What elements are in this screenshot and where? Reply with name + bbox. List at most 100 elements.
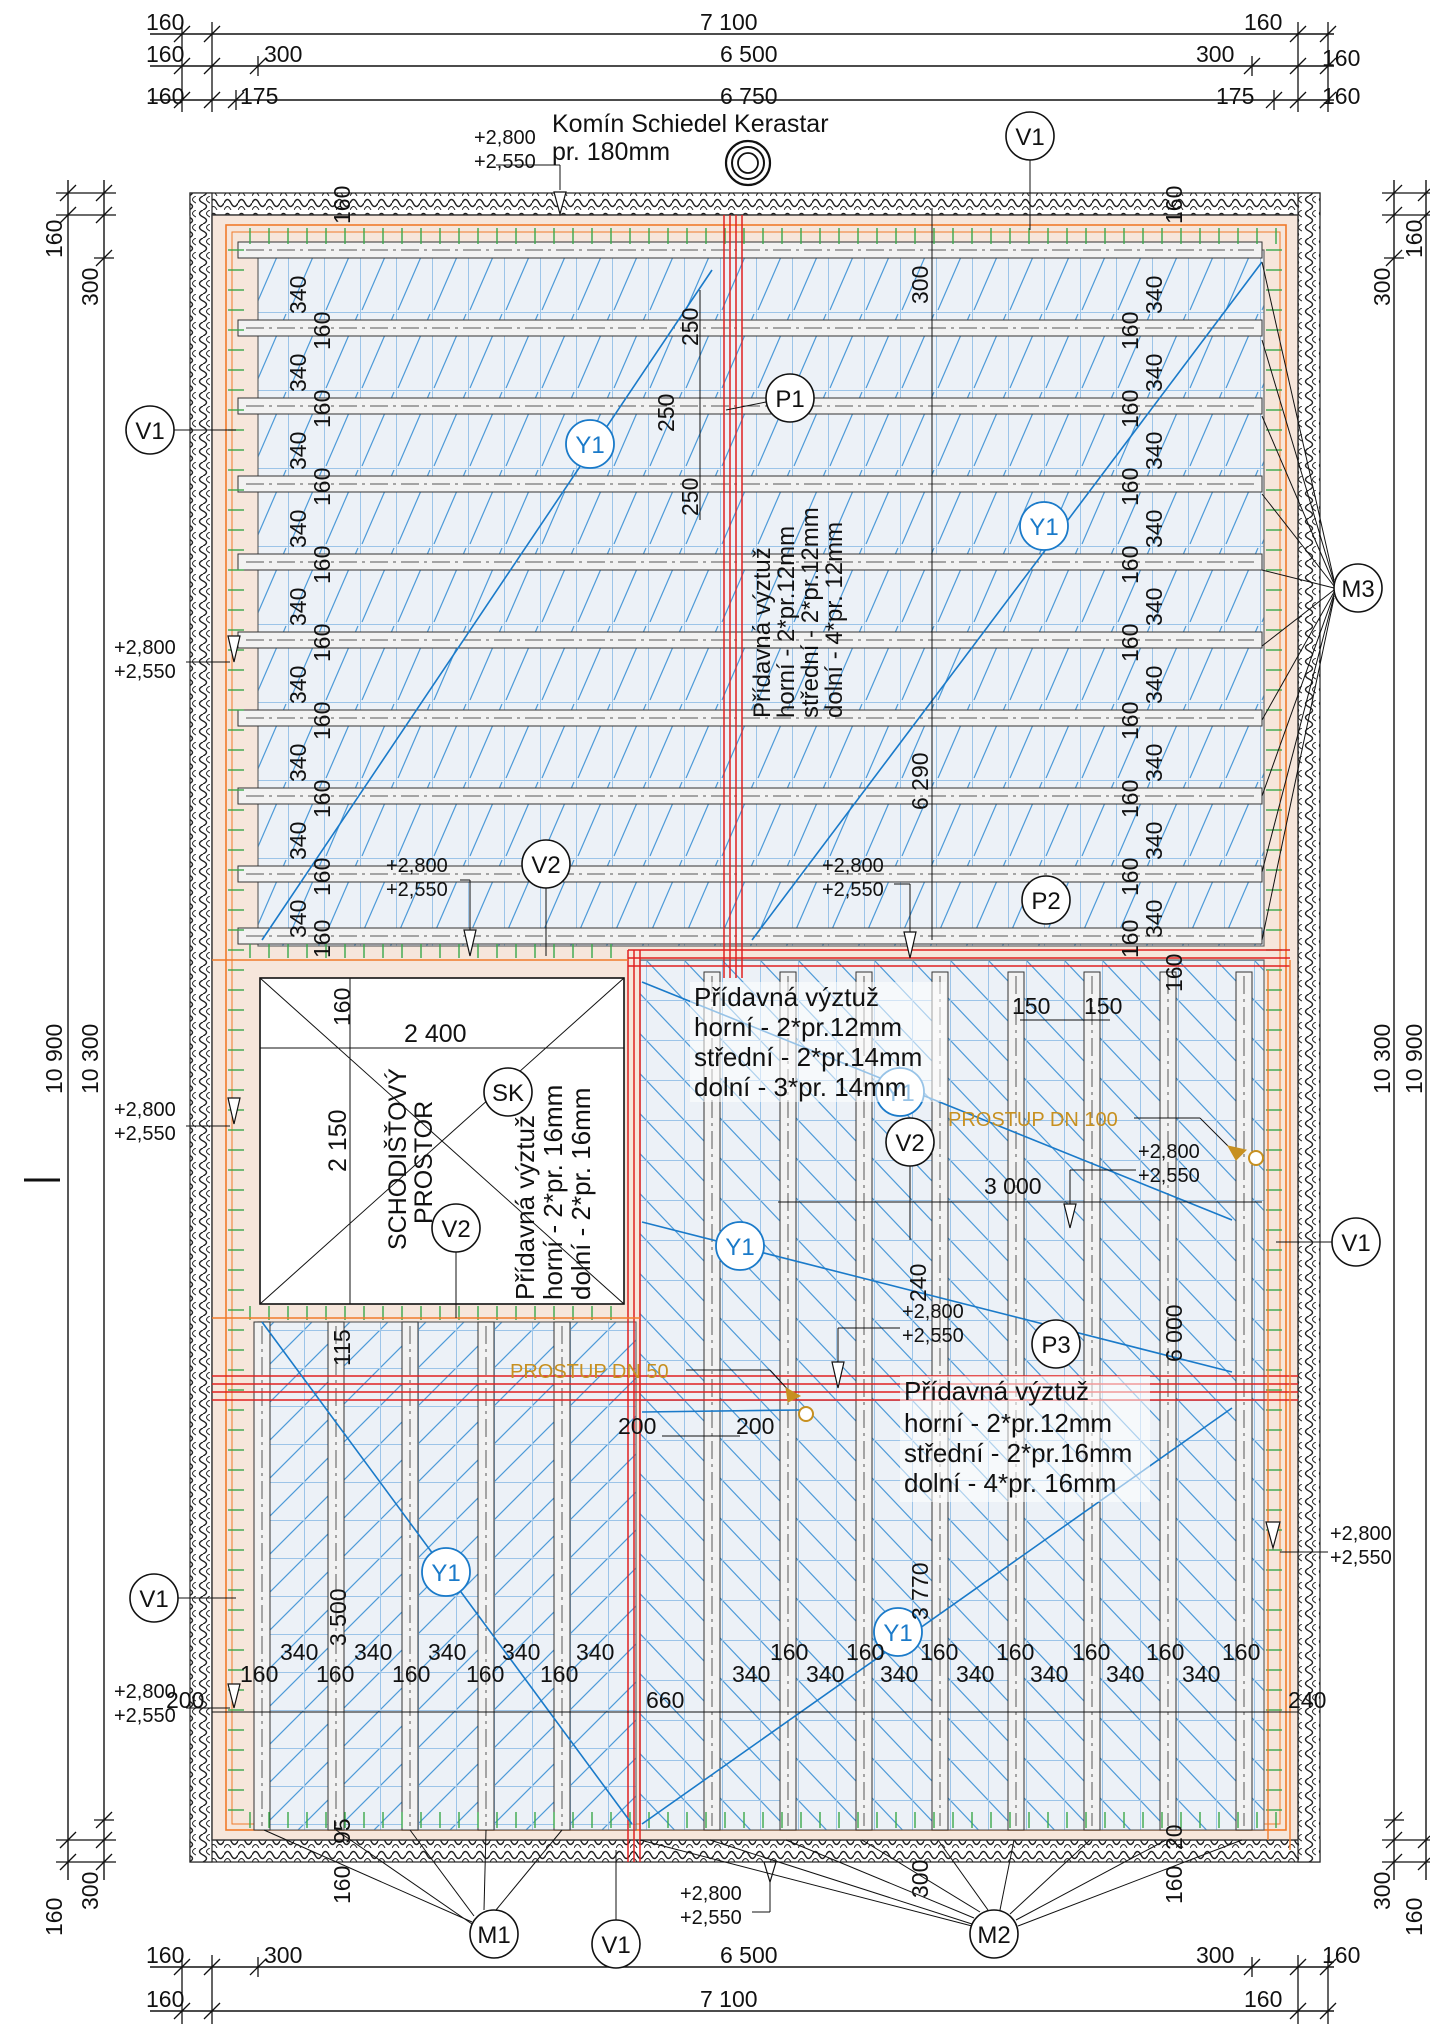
dim-bot-r1-l2: 300 xyxy=(264,1942,302,1968)
insulation-layer xyxy=(189,192,1321,1863)
tag-m2: M2 xyxy=(639,1839,1243,1959)
note-middle: Přídavná výztuž horní - 2*pr.12mm středn… xyxy=(690,982,946,1102)
svg-text:+2,800: +2,800 xyxy=(680,1883,742,1905)
svg-text:+2,800: +2,800 xyxy=(1330,1523,1392,1545)
dim-left-top300: 300 xyxy=(77,268,103,306)
dim-left-bot300: 300 xyxy=(77,1872,103,1910)
svg-text:150: 150 xyxy=(1012,993,1050,1019)
svg-text:horní - 2*pr. 16mm: horní - 2*pr. 16mm xyxy=(538,1085,568,1300)
lower-beam-label: 160 xyxy=(846,1639,884,1665)
penetration-dn50: PROSTUP DN 50 xyxy=(510,1361,814,1422)
dim-right-inner: 10 300 xyxy=(1369,1024,1395,1094)
svg-text:Y1: Y1 xyxy=(431,1560,460,1587)
svg-text:Y1: Y1 xyxy=(883,1620,912,1647)
svg-text:horní - 2*pr.12mm: horní - 2*pr.12mm xyxy=(904,1408,1112,1438)
svg-text:V1: V1 xyxy=(139,1586,168,1613)
svg-text:PROSTUP DN 50: PROSTUP DN 50 xyxy=(510,1361,669,1383)
svg-text:+2,550: +2,550 xyxy=(114,1123,176,1145)
beam-label-160: 160 xyxy=(309,702,335,740)
svg-text:3 000: 3 000 xyxy=(984,1173,1042,1199)
level-marker-left-1: +2,800 +2,550 xyxy=(114,635,241,683)
beam-label-340: 340 xyxy=(285,822,311,860)
dim-top-r3-l2: 175 xyxy=(240,83,278,109)
svg-text:+2,550: +2,550 xyxy=(1138,1165,1200,1187)
level-bottom-chimney: +2,550 xyxy=(474,151,536,173)
svg-text:160: 160 xyxy=(1161,186,1187,224)
svg-text:+2,550: +2,550 xyxy=(902,1325,964,1347)
tag-sk: SK xyxy=(483,1067,533,1117)
beam-label-340: 340 xyxy=(285,276,311,314)
tag-v1-left-low: V1 xyxy=(129,1573,236,1623)
beam-label-340: 340 xyxy=(285,432,311,470)
svg-text:+2,550: +2,550 xyxy=(386,879,448,901)
beam-label-160: 160 xyxy=(1117,780,1143,818)
note-top-vertical: Přídavná výztuž horní - 2*pr.12mm středn… xyxy=(749,507,848,718)
beam-label-160: 160 xyxy=(1117,920,1143,958)
stair-label-2: PROSTOR xyxy=(410,1101,438,1224)
dim-top-r1-right: 160 xyxy=(1244,9,1282,35)
svg-text:660: 660 xyxy=(646,1687,684,1713)
note-stair-vertical: Přídavná výztuž horní - 2*pr. 16mm dolní… xyxy=(510,1085,596,1300)
svg-text:6 290: 6 290 xyxy=(907,752,933,810)
tag-p2: P2 xyxy=(1021,875,1071,925)
lower-beam-label: 340 xyxy=(428,1639,466,1665)
beam-label-340: 340 xyxy=(1141,510,1167,548)
tag-v2-stair: V2 xyxy=(431,1203,481,1318)
dim-left-inner: 10 300 xyxy=(77,1024,103,1094)
svg-text:horní - 2*pr.12mm: horní - 2*pr.12mm xyxy=(773,526,800,718)
svg-text:+2,800: +2,800 xyxy=(386,855,448,877)
svg-text:160: 160 xyxy=(329,1866,355,1904)
beam-label-160: 160 xyxy=(309,390,335,428)
svg-text:240: 240 xyxy=(905,1264,931,1302)
svg-text:160: 160 xyxy=(1161,954,1187,992)
svg-text:Přídavná výztuž: Přídavná výztuž xyxy=(904,1376,1089,1406)
svg-text:SK: SK xyxy=(492,1080,524,1107)
svg-text:střední - 2*pr.14mm: střední - 2*pr.14mm xyxy=(694,1042,922,1072)
svg-text:střední - 2*pr.16mm: střední - 2*pr.16mm xyxy=(904,1438,1132,1468)
beam-label-160: 160 xyxy=(309,546,335,584)
stair-label-1: SCHODIŠŤOVÝ xyxy=(383,1068,412,1250)
svg-text:M3: M3 xyxy=(1341,576,1374,603)
beam-label-160: 160 xyxy=(1117,546,1143,584)
inner-dims: 250 250 250 300 6 290 160 160 160 160 15… xyxy=(166,186,1326,1904)
dim-top-r3-left: 160 xyxy=(146,83,184,109)
svg-text:200: 200 xyxy=(166,1687,204,1713)
lower-beam-label: 160 xyxy=(770,1639,808,1665)
svg-text:M1: M1 xyxy=(477,1922,510,1949)
dim-right-bot160: 160 xyxy=(1401,1898,1427,1936)
dim-bot-r2-mid: 7 100 xyxy=(700,1986,758,2012)
tag-m1: M1 xyxy=(263,1829,563,1959)
beam-label-340: 340 xyxy=(285,510,311,548)
dim-top-r2-mid: 6 500 xyxy=(720,41,778,67)
chimney-name: Komín Schiedel Kerastar xyxy=(552,110,829,138)
svg-text:95: 95 xyxy=(329,1818,355,1844)
staircase-opening xyxy=(259,977,625,1305)
lower-beam-label: 160 xyxy=(392,1661,430,1687)
dims-top: 160 7 100 160 160 300 6 500 300 160 160 … xyxy=(146,9,1360,112)
lower-beam-label: 160 xyxy=(466,1661,504,1687)
beam-label-340: 340 xyxy=(1141,432,1167,470)
tag-v1-bottom: V1 xyxy=(591,1850,641,1969)
svg-text:+2,550: +2,550 xyxy=(1330,1547,1392,1569)
lower-beam-label: 340 xyxy=(1106,1661,1144,1687)
tag-p3: P3 xyxy=(1031,1319,1081,1369)
dims-right: 160 300 10 300 10 900 300 160 xyxy=(1369,180,1430,1936)
dims-bottom: 160 300 6 500 300 160 160 7 100 160 xyxy=(146,1942,1360,2024)
dim-top-r2-right: 160 xyxy=(1322,45,1360,71)
svg-text:200: 200 xyxy=(736,1413,774,1439)
svg-text:250: 250 xyxy=(677,478,703,516)
svg-text:240: 240 xyxy=(1288,1687,1326,1713)
svg-text:+2,550: +2,550 xyxy=(680,1907,742,1929)
dim-top-r1-mid: 7 100 xyxy=(700,9,758,35)
beam-label-340: 340 xyxy=(285,588,311,626)
lower-beam-label: 340 xyxy=(1030,1661,1068,1687)
svg-text:dolní - 2*pr. 16mm: dolní - 2*pr. 16mm xyxy=(566,1088,596,1300)
dim-right-outer: 10 900 xyxy=(1401,1024,1427,1094)
svg-text:Y1: Y1 xyxy=(575,432,604,459)
svg-text:250: 250 xyxy=(677,308,703,346)
lower-beam-label: 340 xyxy=(1182,1661,1220,1687)
svg-text:V1: V1 xyxy=(601,1932,630,1959)
svg-text:6 000: 6 000 xyxy=(1161,1304,1187,1362)
ceiling-beam-vertical xyxy=(1159,971,1177,1831)
lower-beam-label: 340 xyxy=(502,1639,540,1665)
